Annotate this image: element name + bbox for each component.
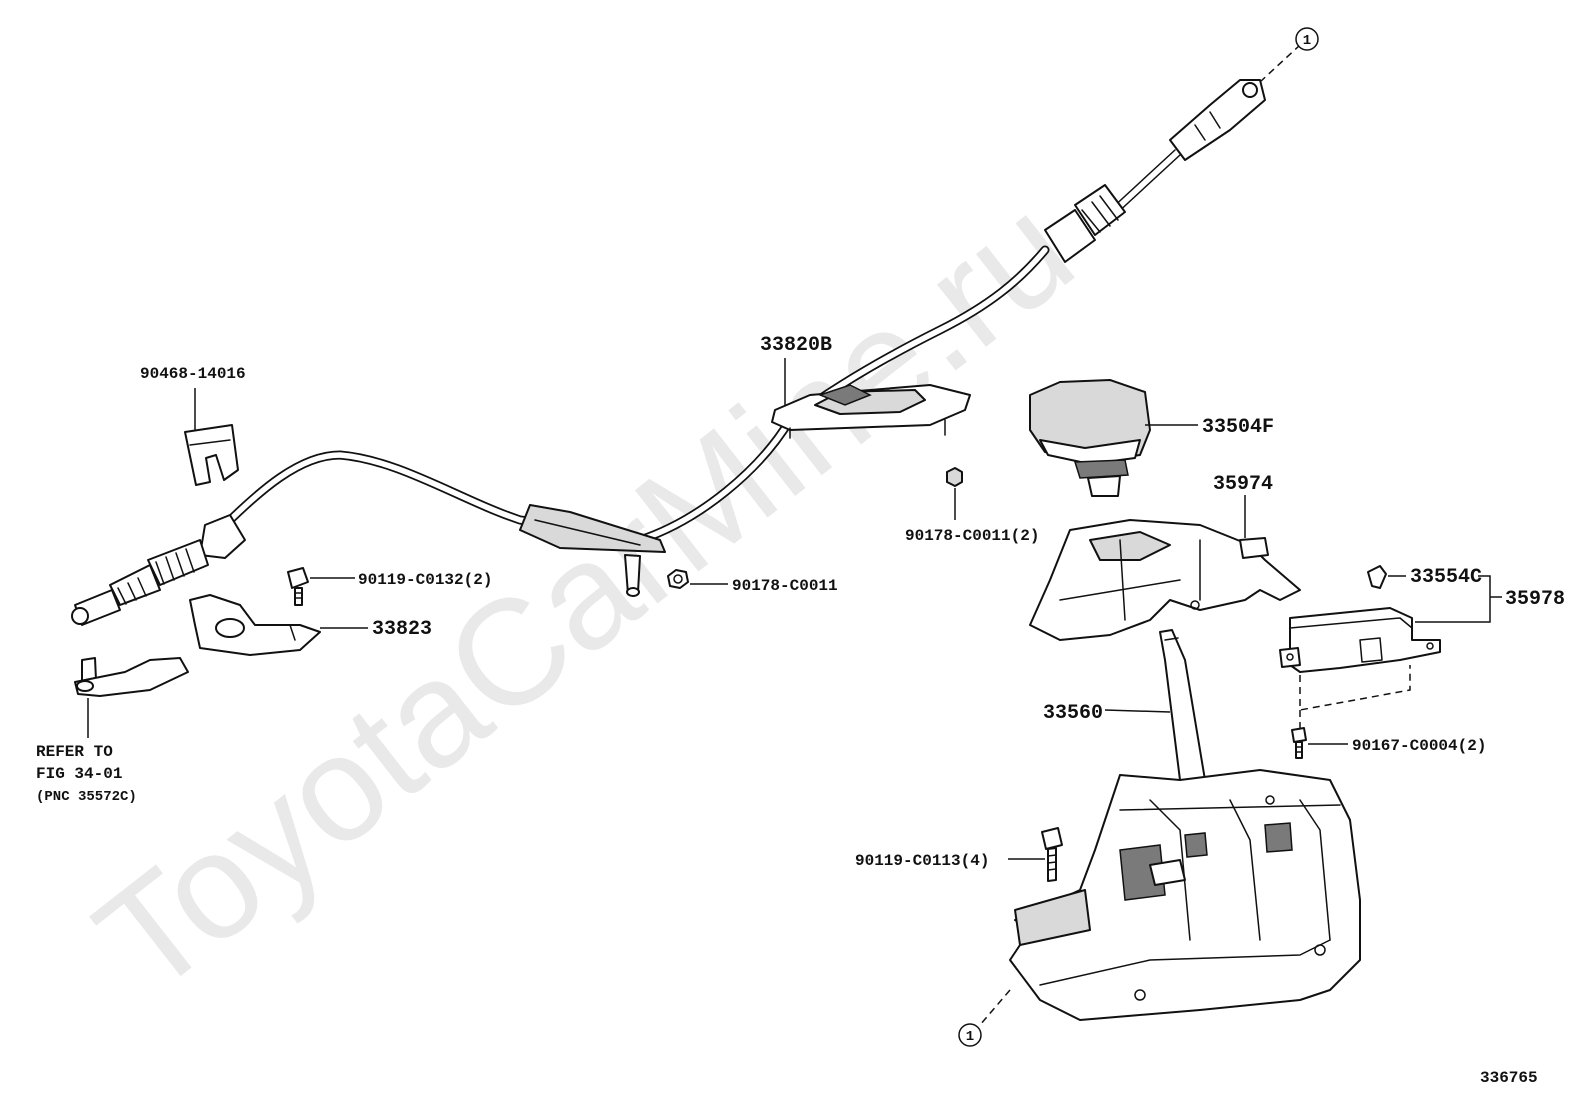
label-33823: 33823: [372, 618, 432, 641]
figure-number: 336765: [1480, 1069, 1538, 1087]
leader-35978-bracket: [1415, 575, 1491, 623]
watermark: ToyotaCarMine.ru: [66, 164, 1102, 1025]
clip-33554C[interactable]: [1367, 565, 1387, 589]
control-module-35978[interactable]: [1279, 607, 1441, 673]
leader-33560: [1104, 709, 1171, 713]
shift-knob-33504F[interactable]: [1029, 379, 1151, 497]
nut-90178-C0011-pair[interactable]: [946, 467, 963, 487]
label-33560: 33560: [1043, 702, 1103, 725]
label-35974: 35974: [1213, 473, 1273, 496]
label-90119-C0113: 90119-C0113(4): [855, 852, 989, 870]
svg-text:REFER TO: REFER TO: [36, 743, 113, 761]
reference-marker-top[interactable]: 1: [1295, 27, 1319, 51]
label-33504F: 33504F: [1202, 416, 1274, 439]
connection-line-bottom: [979, 989, 1011, 1026]
label-90119-C0132: 90119-C0132(2): [358, 571, 492, 589]
label-90178-C0011-2: 90178-C0011(2): [905, 527, 1039, 545]
nut-90178-C0011[interactable]: [667, 569, 689, 589]
clip-90468-14016[interactable]: [184, 424, 239, 486]
indicator-housing-35974[interactable]: [1029, 519, 1301, 641]
label-90178-C0011: 90178-C0011: [732, 577, 838, 595]
shift-cable-33820B[interactable]: [71, 79, 1266, 626]
label-90167-C0004: 90167-C0004(2): [1352, 737, 1486, 755]
reference-note: REFER TO FIG 34-01 (PNC 35572C): [36, 743, 137, 805]
svg-text:1: 1: [966, 1029, 974, 1045]
label-35978: 35978: [1505, 588, 1565, 611]
connection-line-top: [1259, 44, 1301, 83]
label-90468-14016: 90468-14016: [140, 365, 246, 383]
bolt-90119-C0113[interactable]: [1041, 827, 1063, 882]
reference-marker-bottom[interactable]: 1: [958, 1023, 982, 1047]
screw-90167-C0004[interactable]: [1291, 727, 1307, 759]
svg-text:(PNC 35572C): (PNC 35572C): [36, 789, 137, 805]
connection-line-module: [1299, 665, 1411, 711]
shift-lever-assembly-33560[interactable]: [1009, 629, 1361, 1021]
bolt-90119-C0132[interactable]: [287, 567, 309, 606]
label-33554C: 33554C: [1410, 566, 1482, 589]
bracket-33823[interactable]: [189, 594, 321, 656]
select-lever-ref[interactable]: [74, 657, 189, 697]
label-33820B: 33820B: [760, 334, 832, 357]
svg-text:1: 1: [1303, 33, 1311, 49]
svg-text:FIG 34-01: FIG 34-01: [36, 765, 122, 783]
